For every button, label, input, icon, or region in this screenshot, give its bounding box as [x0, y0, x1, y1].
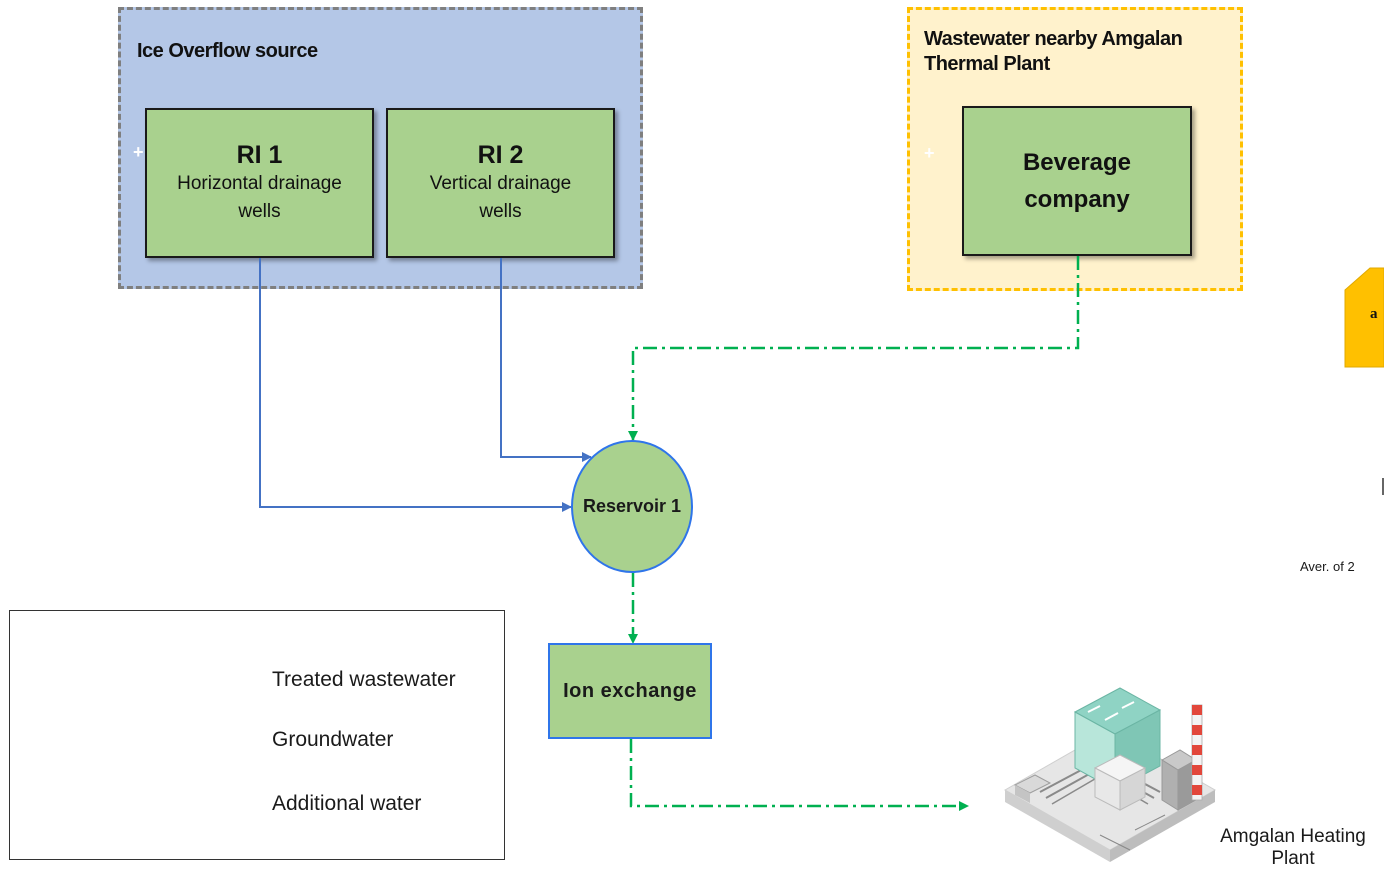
- heating-plant-icon: [1003, 687, 1217, 862]
- plant-label-line2: Plant: [1271, 848, 1315, 869]
- ice-overflow-source-title: Ice Overflow source: [137, 40, 318, 62]
- legend: Treated wastewater Groundwater Additiona…: [9, 610, 505, 860]
- side-callout-shape: [1344, 267, 1384, 368]
- legend-label-groundwater: Groundwater: [272, 728, 394, 751]
- ri1-subtitle-line1: Horizontal drainage: [177, 173, 342, 194]
- amgalan-heating-plant-label: Amgalan Heating Plant: [1198, 826, 1384, 870]
- ion-exchange-node: Ion exchange: [548, 643, 712, 739]
- plant-label-line1: Amgalan Heating: [1220, 826, 1366, 847]
- beverage-company-node: Beverage company: [962, 106, 1192, 256]
- ri2-title: RI 2: [477, 141, 524, 169]
- groundwater-arrow-ri2: [500, 258, 592, 462]
- expand-plus-icon: +: [133, 142, 144, 162]
- wastewater-group-title-line1: Wastewater nearby Amgalan: [924, 28, 1183, 50]
- ri2-subtitle-line2: wells: [479, 201, 522, 222]
- reservoir-1-label: Reservoir 1: [582, 496, 682, 516]
- expand-plus-icon: +: [924, 143, 935, 163]
- ri1-title: RI 1: [236, 141, 283, 169]
- legend-label-treated: Treated wastewater: [272, 668, 456, 691]
- ri1-node: RI 1 Horizontal drainage wells: [145, 108, 374, 258]
- treated-arrow-ion-plant: [629, 739, 969, 811]
- ri1-subtitle-line2: wells: [238, 201, 281, 222]
- beverage-company-line1: Beverage: [1022, 149, 1132, 176]
- ri2-subtitle-line1: Vertical drainage: [429, 173, 572, 194]
- side-average-text: Aver. of 2: [1300, 559, 1355, 574]
- groundwater-arrow-ri1: [259, 258, 572, 512]
- ri2-node: RI 2 Vertical drainage wells: [386, 108, 615, 258]
- side-callout-letter: a: [1370, 306, 1378, 322]
- beverage-company-line2: company: [1024, 186, 1130, 213]
- wastewater-group-title-line2: Thermal Plant: [924, 53, 1050, 75]
- legend-label-additional: Additional water: [272, 792, 422, 815]
- reservoir-1-node: Reservoir 1: [571, 440, 693, 573]
- ion-exchange-label: Ion exchange: [563, 679, 697, 702]
- treated-arrow-beverage: [628, 256, 1080, 441]
